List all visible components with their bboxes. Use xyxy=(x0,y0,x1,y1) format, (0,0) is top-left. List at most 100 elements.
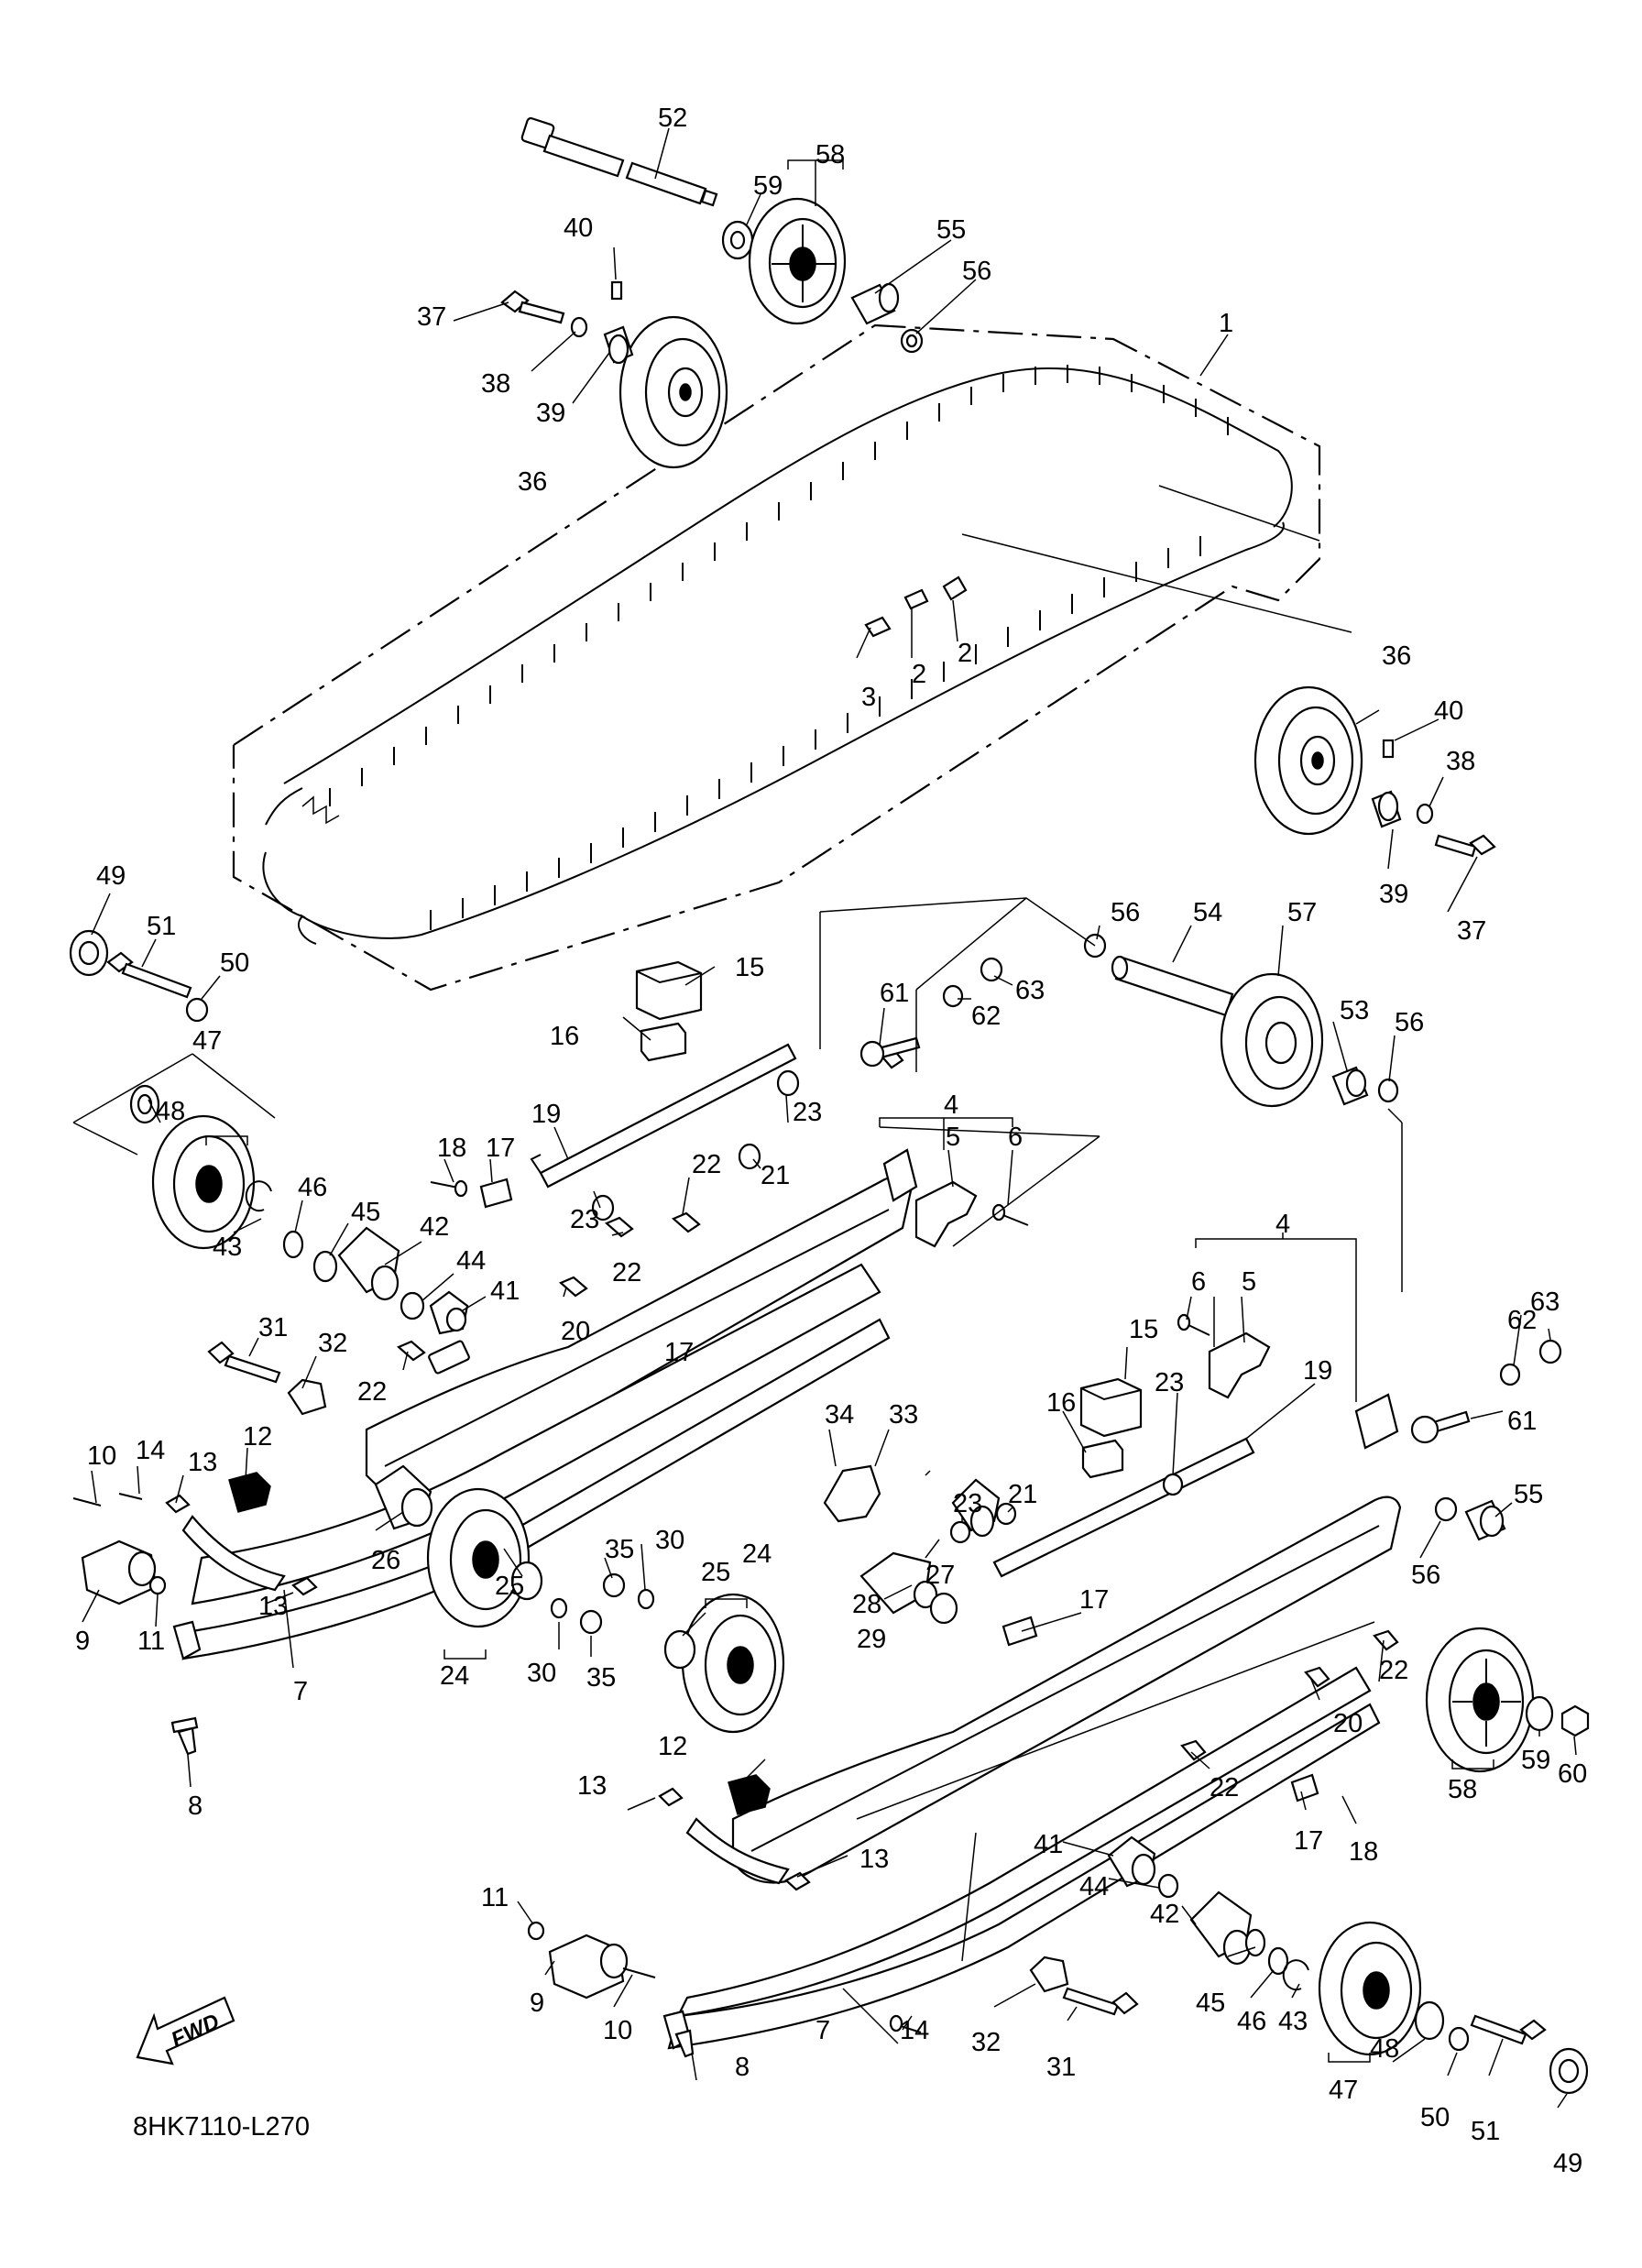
callout-10b: 10 xyxy=(603,2016,632,2045)
callout-62a: 62 xyxy=(971,1002,1001,1031)
callout-26: 26 xyxy=(371,1546,400,1575)
bolt-37-top xyxy=(500,290,565,324)
callout-54: 54 xyxy=(1193,898,1222,927)
pin-6-upper xyxy=(991,1203,1029,1226)
callout-23a: 23 xyxy=(793,1098,822,1127)
callout-15a: 15 xyxy=(735,953,764,982)
bracket-32-upper xyxy=(287,1378,327,1416)
callout-63b: 63 xyxy=(1530,1287,1560,1317)
callout-4a: 4 xyxy=(944,1090,958,1120)
callout-50a: 50 xyxy=(220,948,249,978)
callout-13d: 13 xyxy=(859,1845,889,1874)
stopper-17-upper xyxy=(479,1178,513,1209)
washer-56-right xyxy=(1377,1078,1399,1103)
bearing-48-lower xyxy=(1414,2000,1445,2041)
callout-57: 57 xyxy=(1287,898,1317,927)
callout-39a: 39 xyxy=(536,399,565,428)
nut-60 xyxy=(1560,1704,1590,1737)
clip-16-upper xyxy=(640,1022,687,1062)
callout-42a: 42 xyxy=(420,1212,449,1242)
callout-12a: 12 xyxy=(243,1422,272,1452)
setscrew-40-top xyxy=(610,280,623,301)
bearing-25-lower xyxy=(663,1629,696,1670)
collar-55-top xyxy=(850,282,900,325)
callout-44b: 44 xyxy=(1079,1872,1109,1901)
callout-13a: 13 xyxy=(188,1448,217,1477)
callout-47a: 47 xyxy=(192,1026,222,1056)
bracket-19-upper xyxy=(530,1043,797,1189)
leader-lines-lower xyxy=(517,1233,1577,2109)
callout-48a: 48 xyxy=(156,1097,185,1126)
callout-32b: 32 xyxy=(971,2028,1001,2057)
slide-rail-upper xyxy=(172,1148,918,1660)
callout-50b: 50 xyxy=(1420,2103,1450,2132)
callout-31b: 31 xyxy=(1046,2053,1076,2082)
callout-22c: 22 xyxy=(357,1377,387,1407)
bolt-51-lower xyxy=(1470,2014,1547,2045)
rear-axle-52 xyxy=(520,116,718,207)
callout-48b: 48 xyxy=(1370,2034,1399,2064)
callout-7b: 7 xyxy=(816,2016,830,2045)
callout-55b: 55 xyxy=(1514,1480,1543,1509)
callout-61a: 61 xyxy=(880,979,909,1008)
track-outline xyxy=(232,323,1321,992)
callout-18a: 18 xyxy=(437,1134,466,1163)
callout-56b: 56 xyxy=(1111,898,1140,927)
callout-22a: 22 xyxy=(692,1150,721,1179)
callout-13b: 13 xyxy=(258,1592,288,1621)
arm-42-upper xyxy=(337,1226,400,1301)
callout-17a: 17 xyxy=(486,1134,515,1163)
leader-lines-right-upper xyxy=(819,897,1403,1292)
pin-6-lower xyxy=(1177,1313,1210,1336)
callout-43b: 43 xyxy=(1278,2007,1308,2036)
bracket-19-lower xyxy=(992,1437,1255,1578)
callout-37b: 37 xyxy=(1457,916,1486,946)
callout-24b: 24 xyxy=(742,1539,772,1569)
track-clip-parts xyxy=(864,575,968,638)
callout-39b: 39 xyxy=(1379,880,1408,909)
leader-lines-left-upper xyxy=(72,893,487,1311)
parts-61-62-63-lower xyxy=(1410,1339,1562,1444)
callout-59a: 59 xyxy=(753,171,783,201)
setscrew-40-right xyxy=(1382,739,1395,759)
callout-42b: 42 xyxy=(1150,1900,1179,1929)
callout-27: 27 xyxy=(925,1561,955,1590)
wheel-24-upper xyxy=(426,1487,531,1628)
callout-58b: 58 xyxy=(1448,1775,1477,1804)
parts-30-35-upper xyxy=(550,1572,655,1635)
oring-44-upper xyxy=(400,1291,425,1320)
oring-45-upper xyxy=(312,1250,338,1283)
wheel-24-lower xyxy=(681,1593,785,1734)
callout-6b: 6 xyxy=(1191,1267,1206,1297)
callout-19a: 19 xyxy=(531,1100,561,1129)
bearing-48-upper xyxy=(129,1084,160,1124)
callout-6a: 6 xyxy=(1008,1123,1023,1152)
callout-2a: 2 xyxy=(912,660,926,689)
callout-37a: 37 xyxy=(417,302,446,332)
callout-59b: 59 xyxy=(1521,1746,1550,1775)
leader-lines-upper-rail xyxy=(82,966,789,1788)
callout-13c: 13 xyxy=(577,1771,607,1801)
callout-56c: 56 xyxy=(1395,1008,1424,1037)
bushing-41-upper xyxy=(429,1290,469,1335)
wheel-58-top xyxy=(748,197,847,325)
pivot-27-parts xyxy=(823,1464,1001,1625)
lower-left-wheel-group xyxy=(1029,1835,1309,2016)
bolt-37-right xyxy=(1434,834,1496,858)
callout-45a: 45 xyxy=(351,1198,380,1227)
callout-14a: 14 xyxy=(136,1436,165,1465)
callout-30a: 30 xyxy=(527,1659,556,1688)
callout-2b: 2 xyxy=(958,639,972,668)
track-lug-teeth xyxy=(329,365,1229,930)
callout-51b: 51 xyxy=(1471,2117,1500,2146)
callout-45b: 45 xyxy=(1196,1989,1225,2018)
callout-36a: 36 xyxy=(518,467,547,497)
tip-parts-upper xyxy=(72,1472,318,1605)
track-lugs xyxy=(262,367,1293,945)
pin-18-upper xyxy=(430,1179,468,1198)
leader-lines-top xyxy=(453,127,1478,913)
bracket-5-lower xyxy=(1208,1331,1271,1399)
callout-31a: 31 xyxy=(258,1313,288,1342)
callout-49a: 49 xyxy=(96,861,126,891)
wheel-58-lower xyxy=(1425,1627,1535,1773)
